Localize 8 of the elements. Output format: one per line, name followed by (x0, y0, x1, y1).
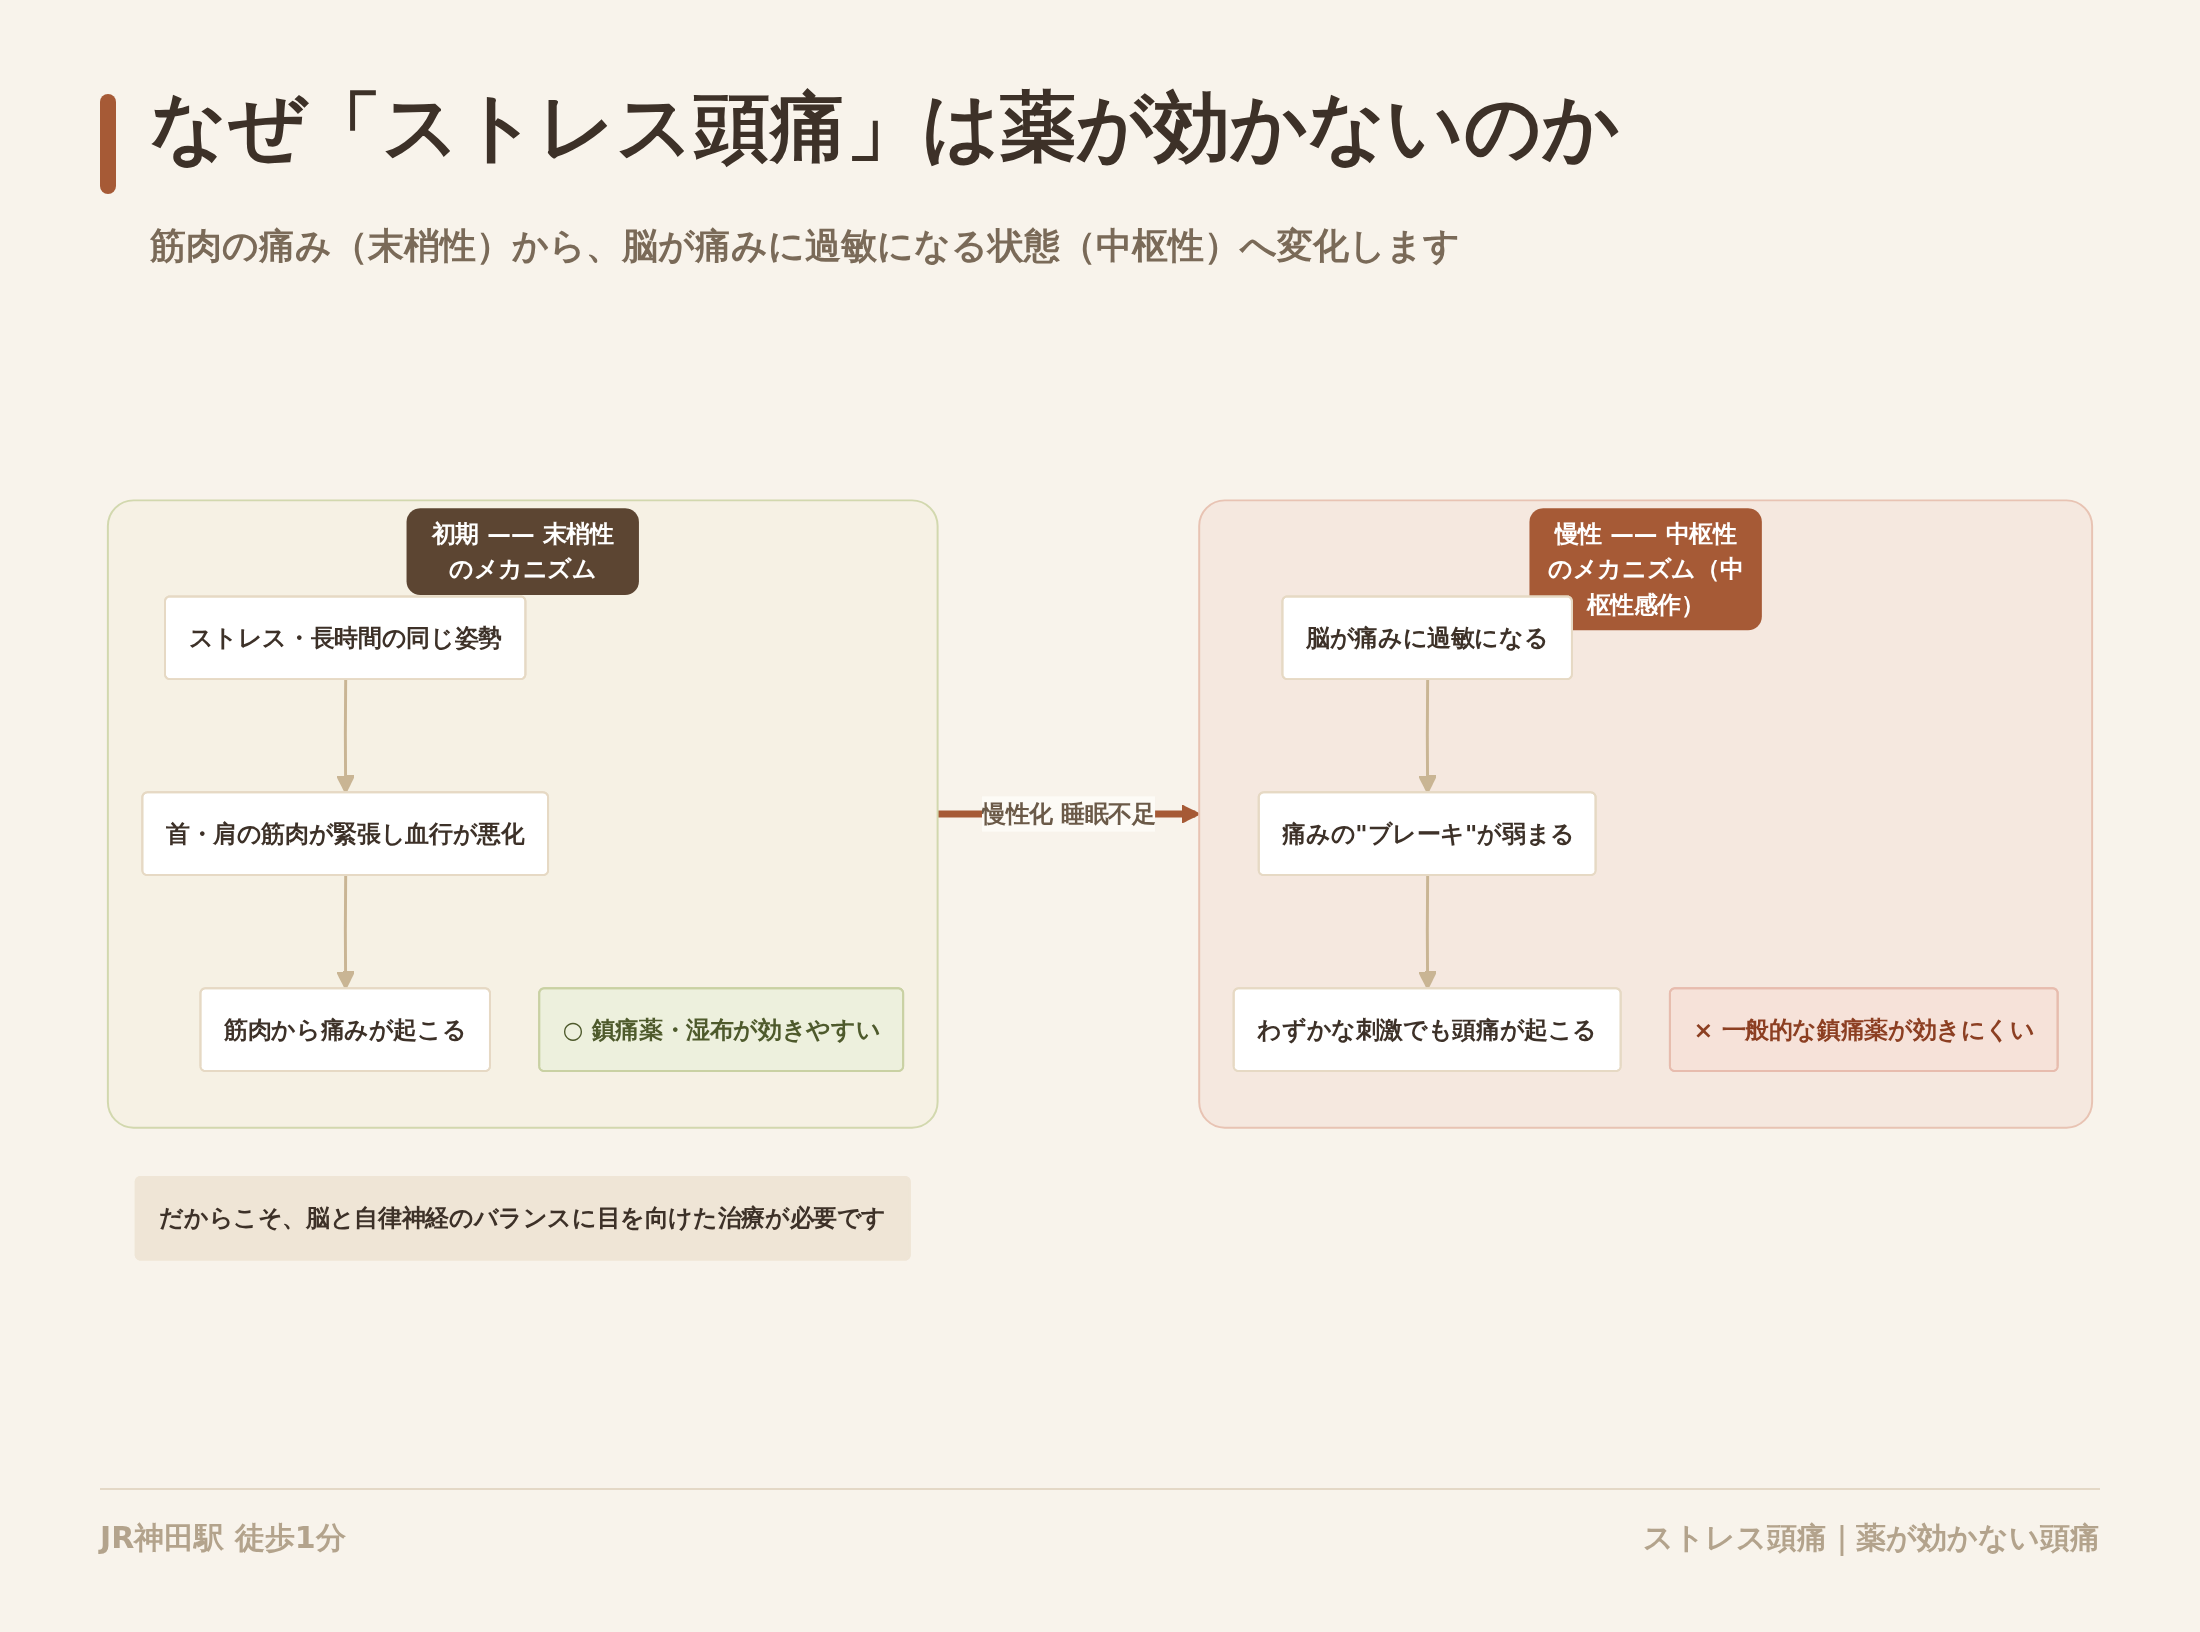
arrow (1418, 875, 1438, 990)
title: なぜ「ストレス頭痛」は薬が効かないのか (150, 84, 1620, 171)
arrow (336, 679, 356, 794)
footer-text: JR神田駅 徒歩1分 (100, 1519, 346, 1557)
arrow (336, 875, 356, 990)
arrow (1418, 679, 1438, 794)
footer-tags: ストレス頭痛｜薬が効かない頭痛 (1643, 1518, 2100, 1559)
subtitle: 筋肉の痛み（末梢性）から、脳が痛みに過敏になる状態（中枢性）へ変化します (150, 224, 1460, 268)
